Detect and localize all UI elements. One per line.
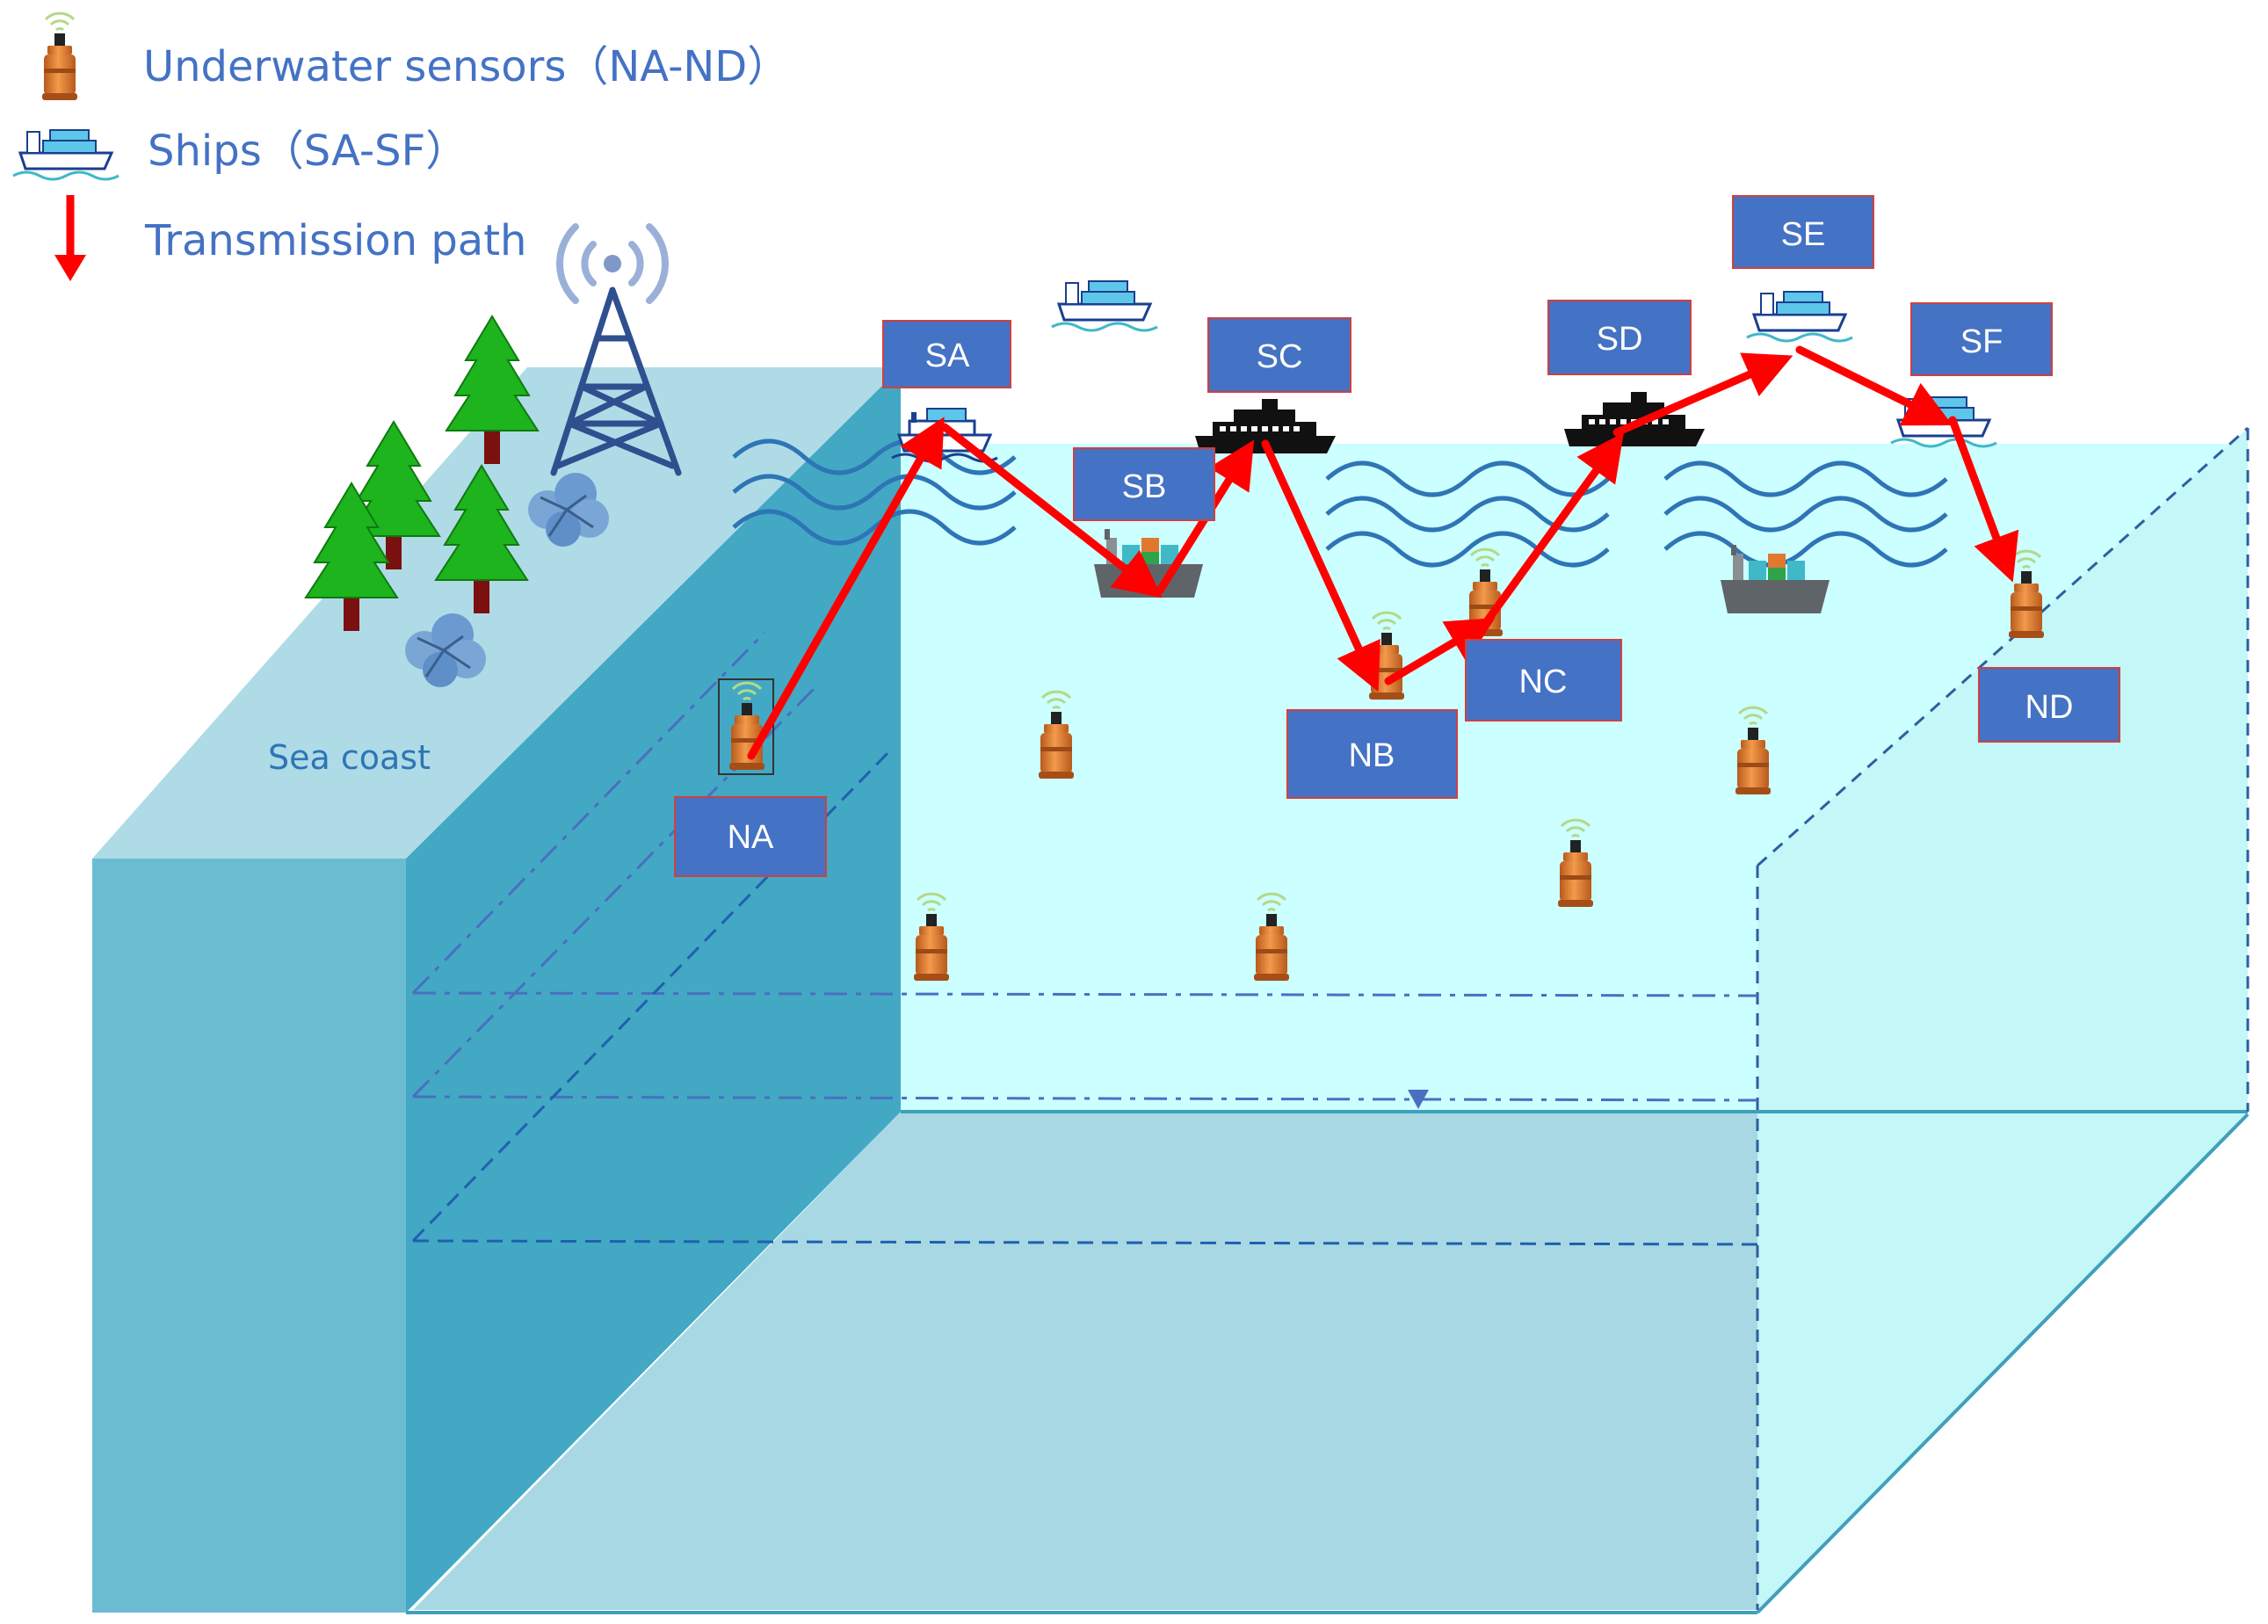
svg-text:NB: NB bbox=[1349, 737, 1395, 774]
cliff-front bbox=[92, 859, 406, 1613]
box-dashed-edges bbox=[1756, 426, 2250, 1610]
ship-idle-icon bbox=[1050, 279, 1159, 332]
node-label-sf: SF bbox=[1910, 302, 2053, 376]
transmission-path bbox=[747, 345, 2019, 760]
radio-tower-icon bbox=[550, 223, 682, 476]
svg-text:SE: SE bbox=[1781, 216, 1826, 253]
node-label-se: SE bbox=[1732, 195, 1874, 269]
water-right-face bbox=[1757, 428, 2248, 1610]
svg-text:NA: NA bbox=[728, 819, 774, 856]
node-label-sc: SC bbox=[1207, 317, 1351, 393]
legend-ships-label: Ships（SA-SF） bbox=[148, 127, 467, 176]
node-label-sa: SA bbox=[882, 320, 1011, 388]
coast-label: Sea coast bbox=[268, 738, 431, 777]
node-label-sd: SD bbox=[1547, 300, 1692, 375]
legend-ship-icon bbox=[11, 128, 120, 181]
node-label-nd: ND bbox=[1978, 667, 2120, 743]
node-label-na: NA bbox=[674, 796, 827, 877]
coast-top bbox=[92, 367, 901, 859]
svg-text:SB: SB bbox=[1122, 468, 1167, 505]
svg-text:SC: SC bbox=[1257, 338, 1303, 375]
svg-text:ND: ND bbox=[2025, 689, 2074, 726]
sensor-na-highlight bbox=[718, 678, 774, 775]
svg-text:SF: SF bbox=[1960, 323, 2004, 360]
cliff-side bbox=[406, 367, 901, 1613]
legend-sensor-icon bbox=[40, 11, 79, 102]
ship-se-icon bbox=[1745, 290, 1854, 343]
legend: Underwater sensors（NA-ND） Ships（SA-SF） T… bbox=[11, 11, 789, 281]
box-edges bbox=[406, 1110, 2250, 1614]
legend-sensors-label: Underwater sensors（NA-ND） bbox=[143, 42, 789, 91]
svg-text:SD: SD bbox=[1597, 321, 1643, 358]
legend-path-label: Transmission path bbox=[144, 216, 526, 265]
svg-text:SA: SA bbox=[925, 337, 970, 374]
depth-marker-icon bbox=[1408, 1090, 1429, 1109]
sensors bbox=[718, 547, 2046, 982]
node-label-nb: NB bbox=[1286, 709, 1458, 799]
node-label-nc: NC bbox=[1465, 639, 1622, 721]
svg-text:NC: NC bbox=[1519, 663, 1568, 700]
legend-arrow-icon bbox=[54, 195, 86, 281]
node-label-sb: SB bbox=[1073, 447, 1215, 521]
